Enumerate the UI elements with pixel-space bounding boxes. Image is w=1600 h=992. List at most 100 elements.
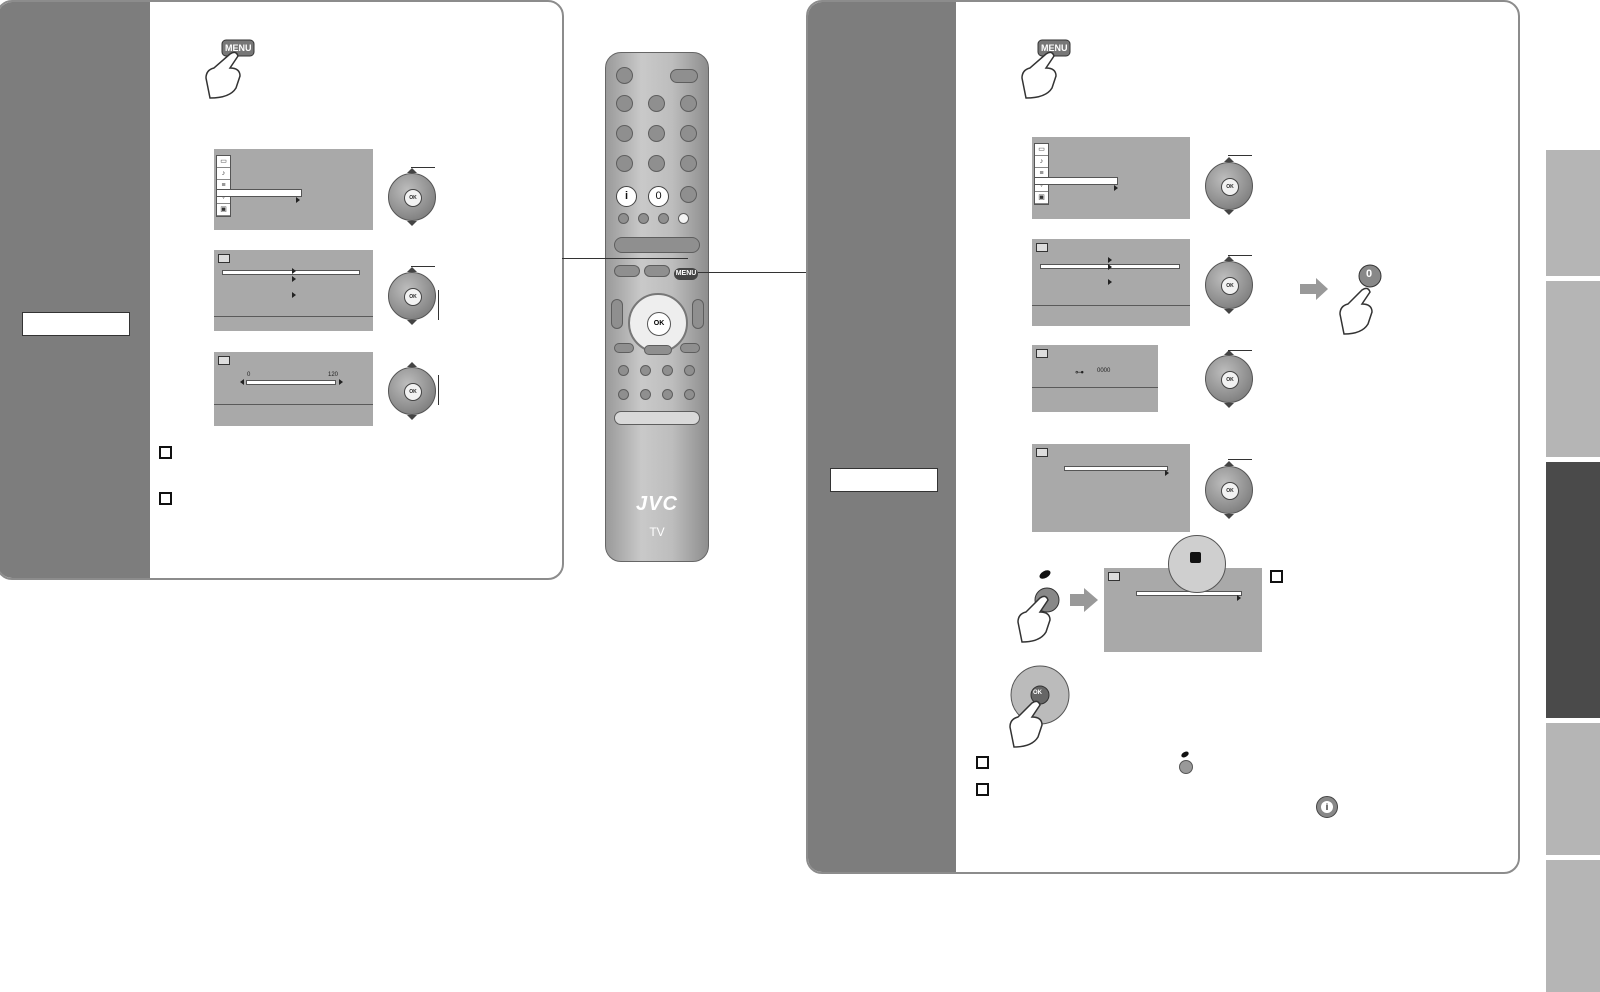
remote-num-3 <box>680 95 697 112</box>
ok-label: OK <box>1221 178 1239 196</box>
left-instruction-panel <box>0 0 564 580</box>
ok-dial-2: OK <box>388 267 436 325</box>
remote-key-e <box>680 343 700 353</box>
submenu-icon <box>218 254 230 263</box>
slider-right-arrow <box>339 379 343 385</box>
remote-control: i 0 MENU OK JVC TV <box>605 52 709 562</box>
section-tab <box>1546 150 1600 276</box>
remote-num-5 <box>648 125 665 142</box>
menu-hand-icon: MENU <box>1016 38 1076 107</box>
channel-list-icon <box>1036 448 1048 457</box>
note-checkbox-3 <box>1270 570 1283 583</box>
submenu-arrow-3 <box>292 292 296 298</box>
remote-key-b <box>644 265 670 277</box>
note-checkbox-1 <box>159 446 172 459</box>
ok-label: OK <box>1221 482 1239 500</box>
ok-dial-1: OK <box>388 168 436 226</box>
section-tab-active <box>1546 462 1600 718</box>
slider-divider <box>214 404 373 405</box>
submenu-divider <box>214 316 373 317</box>
remote-info-button: i <box>616 186 637 207</box>
submenu-arrow-1 <box>1108 257 1112 263</box>
zero-hand-icon: 0 <box>1300 264 1390 341</box>
note-checkbox-5 <box>976 783 989 796</box>
remote-small-button-2 <box>638 213 649 224</box>
key-icon: ⊶ <box>1075 367 1084 377</box>
cursor-arrow <box>1114 185 1118 191</box>
right-side-band <box>808 2 956 872</box>
info-glyph: i <box>1321 801 1333 813</box>
remote-num-2 <box>648 95 665 112</box>
pin-divider <box>1032 387 1158 388</box>
channel-cursor <box>1165 470 1169 476</box>
remote-num-8 <box>648 155 665 172</box>
remote-row-button <box>618 365 629 376</box>
remote-row-button <box>640 389 651 400</box>
remote-num-6 <box>680 125 697 142</box>
remote-num-1 <box>616 95 633 112</box>
submenu-divider <box>1032 305 1190 306</box>
section-tab <box>1546 281 1600 457</box>
ok-dial-4: OK <box>1205 461 1253 519</box>
remote-key-c <box>614 343 634 353</box>
slider-screen-icon <box>218 356 230 365</box>
submenu-arrow-2 <box>292 276 296 282</box>
channel-icon: ▿ <box>217 192 230 204</box>
ok-label: OK <box>404 383 422 401</box>
slider-max-label: 120 <box>328 372 339 378</box>
menu-hand-icon: MENU <box>200 38 260 107</box>
ok-dial-3: OK <box>388 362 436 420</box>
callout-line <box>438 375 439 405</box>
remote-rocker <box>614 237 700 253</box>
remote-top-right-button <box>670 69 698 83</box>
sound-icon: ♪ <box>1035 156 1048 168</box>
tv-screen-submenu <box>214 250 373 331</box>
remote-color-strip <box>614 411 700 425</box>
remote-row-button <box>662 365 673 376</box>
connector-line-left <box>562 258 688 259</box>
remote-nav-ring: OK <box>628 293 688 353</box>
remote-small-button-1 <box>618 213 629 224</box>
connector-line-right <box>698 272 808 273</box>
tv-screen-main-menu: ▭ ♪ ≡ ▿ ▣ <box>1032 137 1190 219</box>
tv-screen-submenu <box>1032 239 1190 326</box>
section-tab <box>1546 860 1600 992</box>
tv-screen-channel-list <box>1032 444 1190 532</box>
picture-icon: ▭ <box>1035 144 1048 156</box>
channel-icon: ▿ <box>1035 180 1048 192</box>
ok-label: OK <box>1221 277 1239 295</box>
submenu-arrow-3 <box>1108 279 1112 285</box>
submenu-icon <box>1036 243 1048 252</box>
menu-highlight <box>216 189 302 197</box>
ok-press-hand-icon: OK <box>1000 665 1090 754</box>
note-checkbox-2 <box>159 492 172 505</box>
callout-line <box>438 290 439 320</box>
callout-line <box>1228 350 1252 351</box>
remote-row-button <box>640 365 651 376</box>
lock-magnifier <box>1168 535 1226 593</box>
remote-row-button <box>684 365 695 376</box>
submenu-arrow-1 <box>292 268 296 274</box>
menu-highlight <box>1034 177 1118 185</box>
section-tab <box>1546 723 1600 855</box>
right-instruction-panel <box>806 0 1520 874</box>
cursor-arrow <box>296 197 300 203</box>
remote-lock-button <box>678 213 689 224</box>
ok-dial-3: OK <box>1205 350 1253 408</box>
ok-label: OK <box>404 288 422 306</box>
remote-side-left <box>611 299 623 329</box>
ok-label: OK <box>404 189 422 207</box>
slider-min-label: 0 <box>247 372 251 378</box>
remote-model-label: TV <box>649 525 665 539</box>
zero-button-label: 0 <box>1366 268 1373 280</box>
picture-icon: ▭ <box>217 156 230 168</box>
remote-brand-logo: JVC <box>636 493 678 515</box>
pin-screen-icon <box>1036 349 1048 358</box>
lock-button-hand-icon <box>1016 568 1106 649</box>
remote-num-4 <box>616 125 633 142</box>
menu-button-label: MENU <box>1041 43 1068 53</box>
slider-left-arrow <box>240 379 244 385</box>
callout-line <box>1228 459 1252 460</box>
callout-line <box>1228 255 1252 256</box>
remote-row-button <box>662 389 673 400</box>
